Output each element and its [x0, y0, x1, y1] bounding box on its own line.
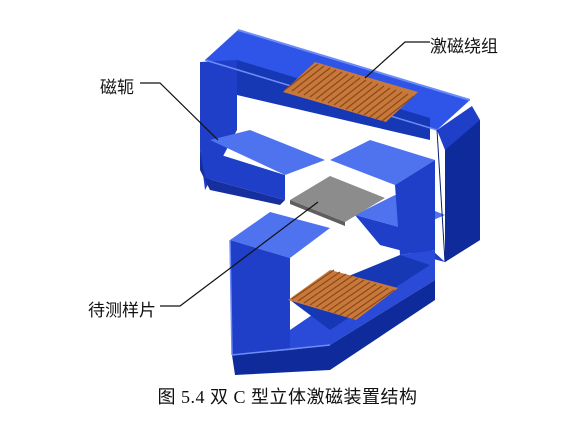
- label-yoke: 磁轭: [100, 78, 134, 98]
- lower-yoke-left-arm-top: [230, 212, 330, 258]
- upper-yoke-right-side: [445, 120, 480, 262]
- lower-yoke-left-face: [230, 240, 290, 355]
- upper-excitation-coil: [283, 62, 418, 122]
- label-excitation-winding: 激磁绕组: [430, 37, 498, 57]
- figure-caption: 图 5.4 双 C 型立体激磁装置结构: [157, 387, 418, 407]
- leader-line-yoke: [140, 82, 219, 141]
- leader-line-winding: [364, 41, 430, 79]
- lower-yoke-upper-arm-top: [330, 140, 435, 185]
- upper-c-yoke: [200, 29, 480, 263]
- leader-line-sample: [160, 201, 319, 307]
- label-sample: 待测样片: [88, 301, 156, 321]
- lower-excitation-coil: [288, 269, 398, 320]
- lower-c-yoke: [229, 140, 435, 375]
- lower-yoke-upper-arm-front: [395, 160, 435, 255]
- upper-yoke-left-arm-front: [205, 150, 285, 200]
- sample-top: [290, 176, 385, 222]
- test-sample: [290, 176, 385, 226]
- sample-edge: [290, 200, 345, 226]
- lower-yoke-bottom-front: [232, 280, 435, 375]
- upper-yoke-left-arm-top: [210, 130, 325, 175]
- upper-yoke-left-bottom: [200, 150, 285, 205]
